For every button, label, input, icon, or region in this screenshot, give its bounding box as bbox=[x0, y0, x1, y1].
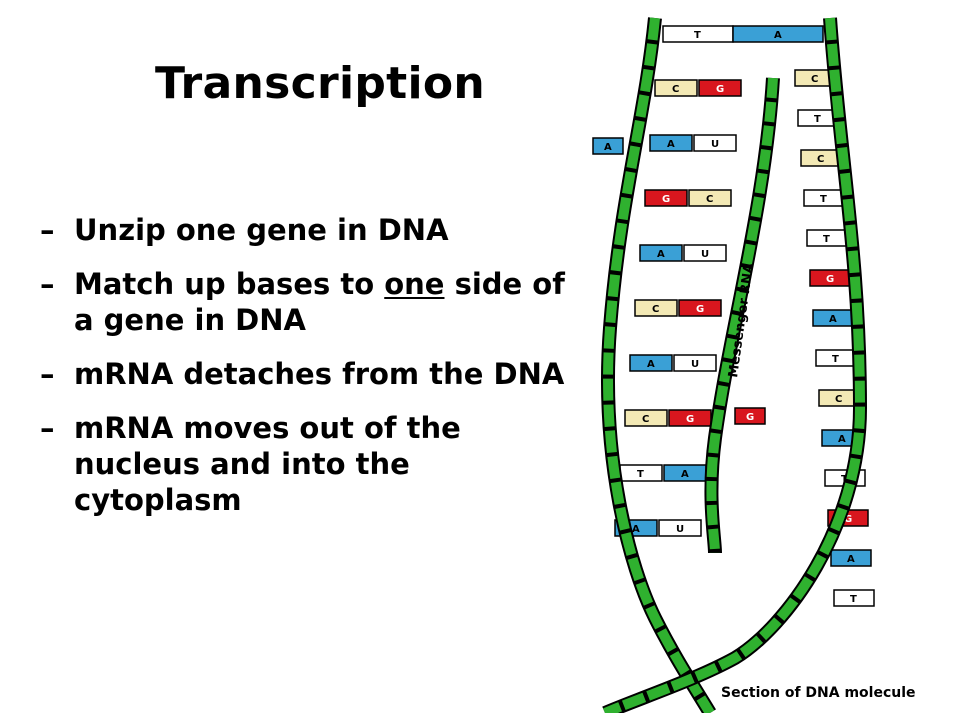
dna-template-base: A bbox=[649, 134, 693, 152]
svg-text:C: C bbox=[811, 74, 818, 85]
svg-text:A: A bbox=[657, 249, 665, 260]
svg-text:T: T bbox=[814, 114, 821, 125]
bullet-dash: – bbox=[40, 213, 55, 247]
svg-text:G: G bbox=[696, 304, 704, 315]
svg-text:G: G bbox=[686, 414, 694, 425]
svg-text:T: T bbox=[823, 234, 830, 245]
svg-text:C: C bbox=[835, 394, 842, 405]
dna-right-base: G bbox=[809, 269, 851, 287]
dna-template-base: G bbox=[644, 189, 688, 207]
dna-template-base: C bbox=[654, 79, 698, 97]
svg-text:C: C bbox=[642, 414, 649, 425]
svg-text:C: C bbox=[817, 154, 824, 165]
bullet-dash: – bbox=[40, 267, 55, 301]
dna-template-base: A bbox=[629, 354, 673, 372]
svg-text:T: T bbox=[850, 594, 857, 605]
svg-text:T: T bbox=[832, 354, 839, 365]
bullet-item: – mRNA moves out of the nucleus and into… bbox=[40, 410, 575, 518]
bullet-dash: – bbox=[40, 357, 55, 391]
dna-right-base: T bbox=[833, 589, 875, 607]
dna-template-base: A bbox=[639, 244, 683, 262]
bullet-dash: – bbox=[40, 411, 55, 445]
nucleotide-block: A bbox=[732, 25, 824, 43]
svg-text:G: G bbox=[826, 274, 834, 285]
figure-caption: Section of DNA molecule bbox=[721, 685, 916, 701]
svg-text:U: U bbox=[711, 139, 719, 150]
bullet-text: mRNA moves out of the nucleus and into t… bbox=[74, 411, 461, 517]
svg-text:U: U bbox=[676, 524, 684, 535]
svg-text:G: G bbox=[662, 194, 670, 205]
page-title: Transcription bbox=[154, 58, 485, 109]
svg-text:U: U bbox=[691, 359, 699, 370]
bullet-text-after: side of a gene in DNA bbox=[74, 267, 565, 337]
svg-text:C: C bbox=[652, 304, 659, 315]
dna-template-base: T bbox=[619, 464, 663, 482]
svg-text:A: A bbox=[604, 142, 612, 153]
bullet-item: – Unzip one gene in DNA bbox=[40, 212, 575, 248]
dna-right-base: T bbox=[803, 189, 845, 207]
bullet-text: mRNA detaches from the DNA bbox=[74, 357, 565, 391]
free-nucleotide: G bbox=[734, 407, 766, 425]
svg-text:A: A bbox=[681, 469, 689, 480]
svg-text:G: G bbox=[844, 514, 852, 525]
bullet-item: – Match up bases to one side of a gene i… bbox=[40, 266, 575, 338]
rna-base: G bbox=[668, 409, 712, 427]
bullet-list: – Unzip one gene in DNA – Match up bases… bbox=[40, 212, 575, 536]
svg-text:T: T bbox=[694, 30, 701, 41]
svg-text:U: U bbox=[701, 249, 709, 260]
dna-backbones bbox=[601, 17, 868, 713]
caption-box bbox=[713, 680, 955, 702]
dna-right-base: C bbox=[800, 149, 842, 167]
svg-text:C: C bbox=[672, 84, 679, 95]
dna-template-base: C bbox=[624, 409, 668, 427]
mrna-strand-fill bbox=[706, 77, 778, 554]
rna-base: U bbox=[673, 354, 717, 372]
free-nucleotide: A bbox=[592, 137, 624, 155]
dna-left-backbone-fill bbox=[603, 17, 715, 713]
dna-right-base: A bbox=[830, 549, 872, 567]
svg-text:G: G bbox=[746, 412, 754, 423]
svg-text:A: A bbox=[847, 554, 855, 565]
svg-text:C: C bbox=[706, 194, 713, 205]
bullet-text-before: Match up bases to bbox=[74, 267, 385, 301]
rna-base: U bbox=[683, 244, 727, 262]
svg-text:A: A bbox=[632, 524, 640, 535]
svg-text:T: T bbox=[820, 194, 827, 205]
rna-base: C bbox=[688, 189, 732, 207]
svg-text:A: A bbox=[838, 434, 846, 445]
bullet-underlined-word: one bbox=[384, 267, 445, 301]
bullet-text: Unzip one gene in DNA bbox=[74, 213, 449, 247]
svg-text:A: A bbox=[647, 359, 655, 370]
rna-base: G bbox=[678, 299, 722, 317]
rna-base: G bbox=[698, 79, 742, 97]
dna-template-base: C bbox=[634, 299, 678, 317]
rna-base: U bbox=[658, 519, 702, 537]
svg-text:G: G bbox=[716, 84, 724, 95]
dna-right-base: A bbox=[812, 309, 854, 327]
svg-text:A: A bbox=[774, 30, 782, 41]
nucleotide-block: T bbox=[662, 25, 734, 43]
dna-right-base: T bbox=[815, 349, 857, 367]
dna-right-base: T bbox=[806, 229, 848, 247]
bullet-item: – mRNA detaches from the DNA bbox=[40, 356, 575, 392]
svg-text:A: A bbox=[667, 139, 675, 150]
free-nucleotides: AG bbox=[592, 137, 766, 425]
svg-text:T: T bbox=[637, 469, 644, 480]
svg-text:A: A bbox=[829, 314, 837, 325]
rna-base: U bbox=[693, 134, 737, 152]
rna-base: A bbox=[663, 464, 707, 482]
dna-right-backbone-fill bbox=[603, 17, 866, 713]
